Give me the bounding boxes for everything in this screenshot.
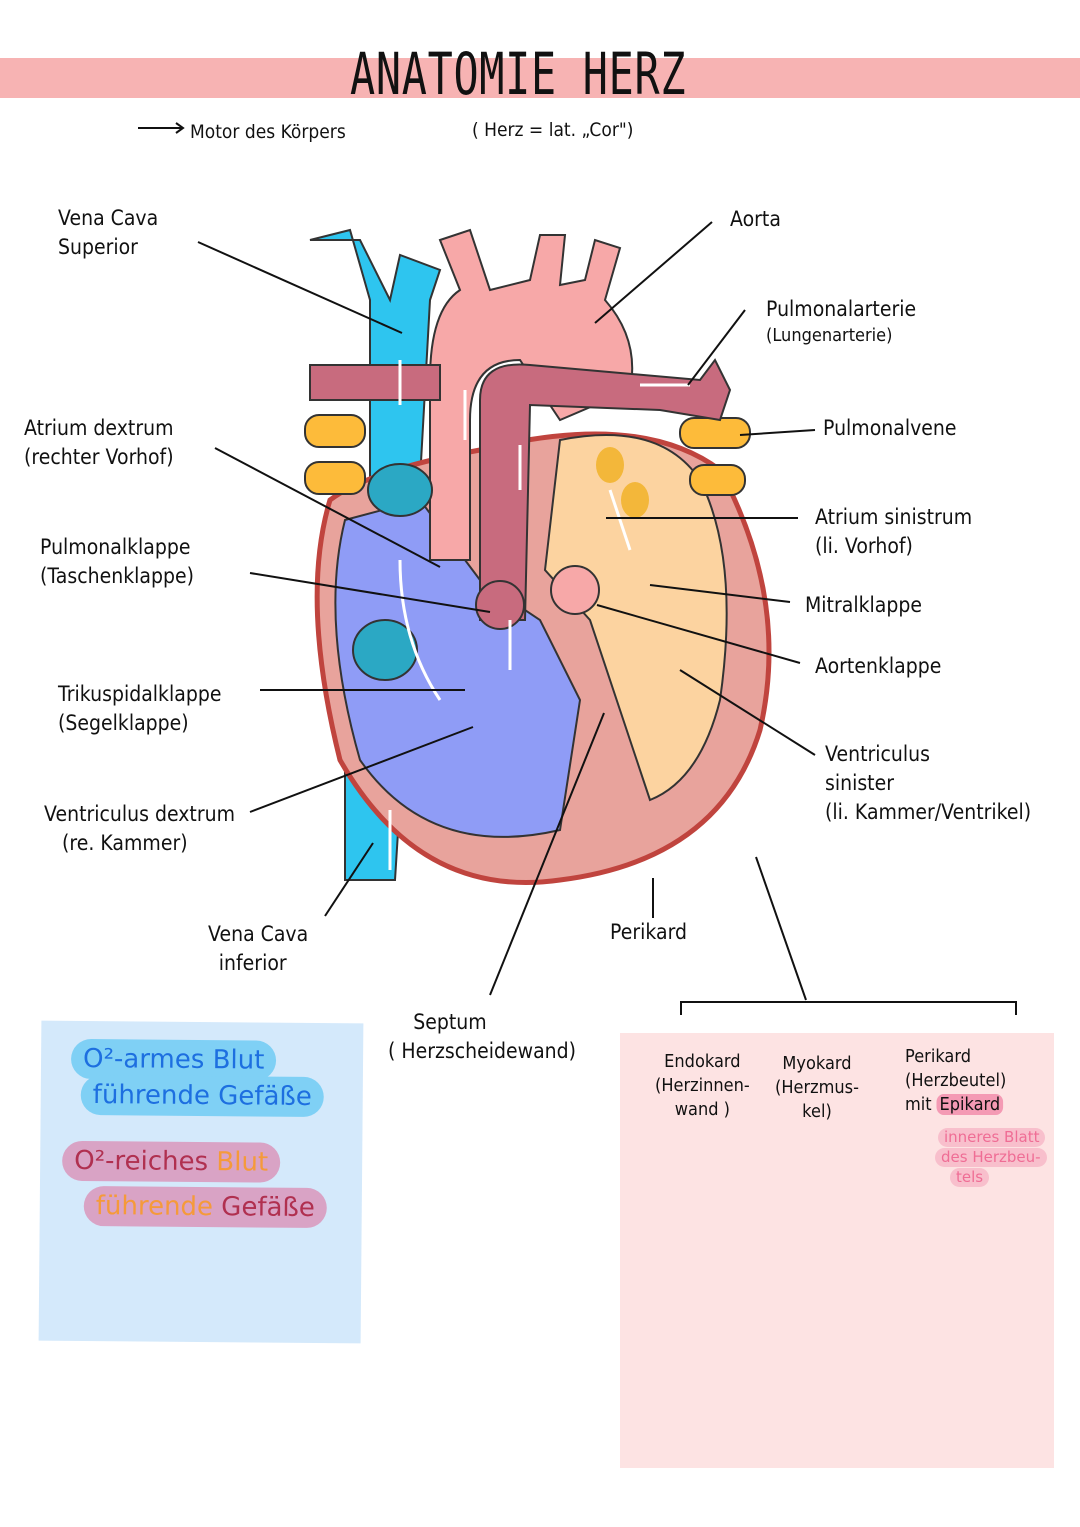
epikard-note-2: des Herzbeu-	[935, 1148, 1047, 1167]
left-chamber	[543, 434, 728, 802]
aorta	[429, 228, 634, 561]
label-endokard: Endokard(Herzinnen-wand )	[655, 1051, 750, 1120]
flow-arrows	[388, 360, 690, 870]
title-band	[0, 58, 1080, 98]
epikard-note-1: inneres Blatt	[938, 1128, 1046, 1147]
label-atrium-sinistrum: Atrium sinistrum(li. Vorhof)	[815, 505, 973, 558]
label-septum: Septum( Herzscheidewand)	[388, 1010, 577, 1063]
label-myokard: Myokard(Herzmus-kel)	[775, 1053, 859, 1122]
label-perikard: Perikard	[610, 920, 688, 944]
legend-o2-rich-1: O²-reiches Blut	[62, 1140, 281, 1183]
pulmonary-veins	[304, 414, 751, 496]
right-ventricle	[334, 498, 582, 838]
label-atrium-dextrum: Atrium dextrum(rechter Vorhof)	[24, 416, 174, 469]
legend-o2-rich-2: führende Gefäße	[83, 1185, 328, 1229]
label-ventriculus-dextrum: Ventriculus dextrum(re. Kammer)	[44, 802, 236, 855]
label-aortenklappe: Aortenklappe	[815, 654, 942, 678]
subtitle-motor: Motor des Körpers	[190, 121, 346, 143]
label-pulmonalvene: Pulmonalvene	[823, 416, 957, 440]
label-aorta: Aorta	[730, 207, 781, 231]
epikard-note-3: tels	[950, 1168, 990, 1187]
label-trikuspidalklappe: Trikuspidalklappe(Segelklappe)	[58, 682, 222, 735]
label-pulmonalarterie: Pulmonalarterie(Lungenarterie)	[766, 297, 917, 346]
subtitle-cor: ( Herz = lat. „Cor")	[472, 119, 634, 141]
arrow-icon	[138, 122, 185, 134]
page-title: ANATOMIE HERZ	[350, 40, 687, 108]
legend-o2-poor-2: führende Gefäße	[80, 1074, 324, 1118]
label-mitralklappe: Mitralklappe	[805, 593, 922, 617]
leader-lines	[197, 221, 1017, 1015]
legend-box: O²-armes Blut führende Gefäße O²-reiches…	[38, 1020, 364, 1344]
label-pulmonalklappe: Pulmonalklappe(Taschenklappe)	[40, 535, 194, 588]
label-perikard-layer: Perikard(Herzbeutel)mit Epikard	[905, 1046, 1007, 1115]
